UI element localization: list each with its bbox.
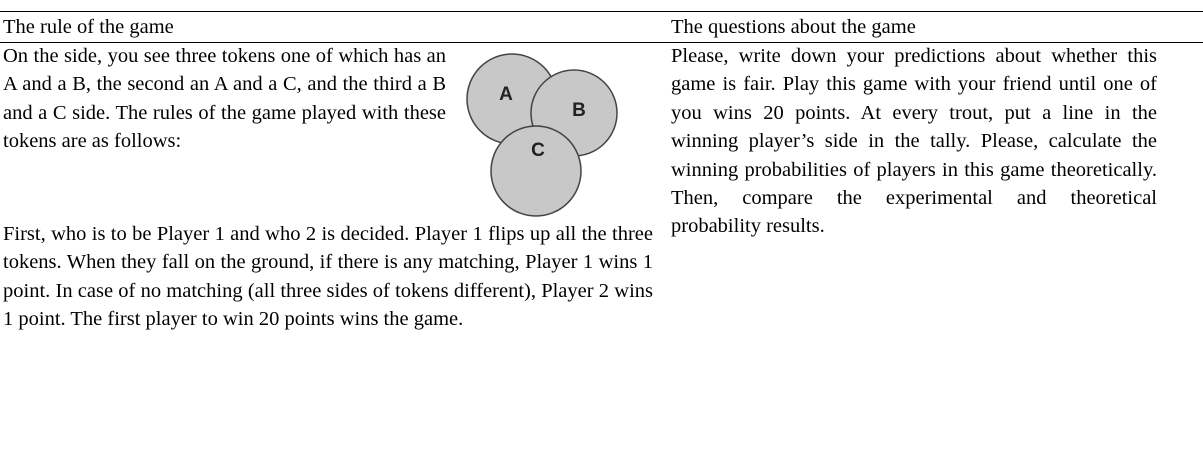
rules-body-text: First, who is to be Player 1 and who 2 i… [3, 223, 653, 331]
token-a-label: A [499, 84, 513, 105]
token-c-label: C [531, 140, 545, 161]
tokens-svg: A B C [466, 53, 618, 217]
token-c [490, 125, 582, 217]
questions-text: Please, write down your predictions abou… [671, 45, 1157, 238]
table-header-row: The rule of the game The questions about… [0, 12, 1203, 43]
rules-intro-text: On the side, you see three tokens one of… [3, 45, 446, 153]
tokens-illustration: A B C [456, 44, 641, 220]
rule-column-heading: The rule of the game [3, 16, 174, 38]
game-table: The rule of the game The questions about… [0, 11, 1203, 43]
rule-column: A B C On the side, you see three tokens … [3, 42, 653, 334]
token-b-label: B [572, 100, 586, 121]
questions-column: Please, write down your predictions abou… [671, 42, 1157, 241]
questions-column-heading: The questions about the game [671, 16, 916, 38]
